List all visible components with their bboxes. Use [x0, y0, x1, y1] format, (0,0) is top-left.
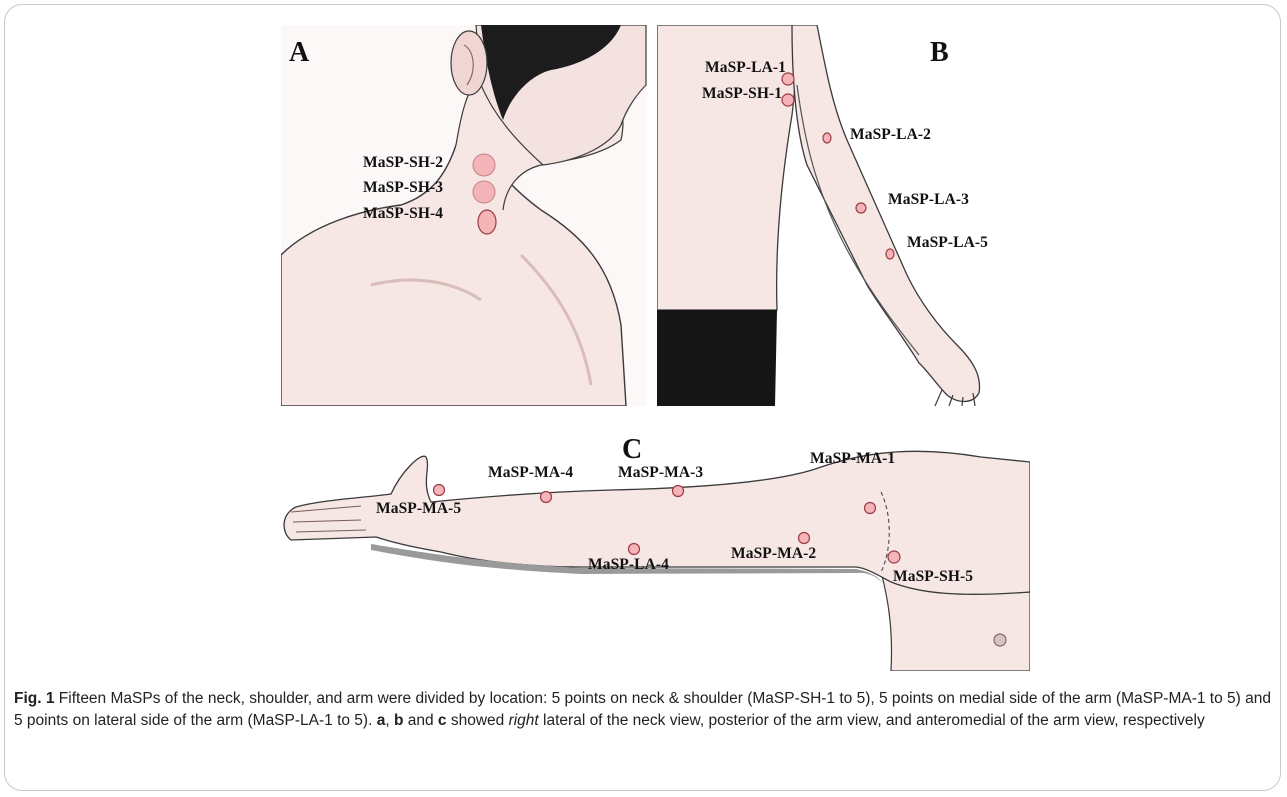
- figure-caption: Fig. 1 Fifteen MaSPs of the neck, should…: [14, 688, 1272, 732]
- label-masp-la-3: MaSP-LA-3: [888, 191, 969, 209]
- caption-text-3: lateral of the neck view, posterior of t…: [539, 712, 1205, 729]
- panel-b-points: [657, 25, 992, 406]
- label-masp-ma-4: MaSP-MA-4: [488, 464, 573, 482]
- point-sh-3: [473, 181, 495, 203]
- point-ma-4: [541, 492, 552, 503]
- panel-c-points: [281, 422, 1030, 671]
- point-ma-1: [865, 503, 876, 514]
- label-masp-la-5: MaSP-LA-5: [907, 234, 988, 252]
- label-masp-sh-2: MaSP-SH-2: [363, 154, 443, 172]
- point-la-2: [823, 133, 831, 143]
- label-masp-sh-1: MaSP-SH-1: [702, 85, 782, 103]
- label-masp-la-4: MaSP-LA-4: [588, 556, 669, 574]
- label-masp-ma-1: MaSP-MA-1: [810, 450, 895, 468]
- caption-sep-1: ,: [385, 712, 394, 729]
- point-la-5: [886, 249, 894, 259]
- panel-a-neck-view: A MaSP-SH-2 MaSP-SH-3 MaSP-SH-4: [281, 25, 647, 406]
- caption-sep-2: and: [403, 712, 437, 729]
- panel-a-points: [281, 25, 647, 406]
- point-la-3: [856, 203, 866, 213]
- label-masp-ma-5: MaSP-MA-5: [376, 500, 461, 518]
- point-sh-2: [473, 154, 495, 176]
- point-la-4: [629, 544, 640, 555]
- panel-c-arm-anteromedial-view: C MaSP-MA-4 MaSP-MA-3 MaSP-MA-1 MaSP-MA-…: [281, 422, 1030, 671]
- caption-text-2: showed: [447, 712, 509, 729]
- figure-number: Fig. 1: [14, 690, 54, 707]
- label-masp-sh-4: MaSP-SH-4: [363, 205, 443, 223]
- label-masp-la-2: MaSP-LA-2: [850, 126, 931, 144]
- label-masp-ma-2: MaSP-MA-2: [731, 545, 816, 563]
- point-ma-3: [673, 486, 684, 497]
- point-sh-4: [478, 210, 496, 234]
- point-sh-1: [782, 94, 794, 106]
- point-ma-2: [799, 533, 810, 544]
- caption-ref-c: c: [438, 712, 447, 729]
- point-sh-5: [888, 551, 900, 563]
- caption-emphasis: right: [509, 712, 539, 729]
- label-masp-sh-3: MaSP-SH-3: [363, 179, 443, 197]
- label-masp-la-1: MaSP-LA-1: [705, 59, 786, 77]
- point-ma-5: [434, 485, 445, 496]
- panel-b-arm-posterior-view: B MaSP-LA-1 MaSP-SH-1 MaSP-LA-2 MaSP-LA-…: [657, 25, 992, 406]
- label-masp-sh-5: MaSP-SH-5: [893, 568, 973, 586]
- caption-ref-b: b: [394, 712, 403, 729]
- label-masp-ma-3: MaSP-MA-3: [618, 464, 703, 482]
